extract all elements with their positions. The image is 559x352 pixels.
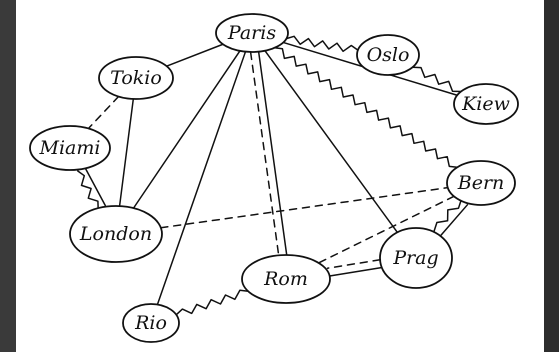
node-oslo: Oslo	[356, 34, 420, 76]
node-rom-label: Rom	[263, 268, 308, 290]
node-kiew-label: Kiew	[461, 93, 510, 115]
edge-paris-london-solid	[132, 50, 241, 209]
edge-paris-rio-solid	[156, 50, 247, 306]
edge-paris-rom-dashed	[249, 51, 280, 257]
node-tokio-label: Tokio	[110, 67, 162, 89]
edge-paris-bern-zigzag	[273, 47, 458, 169]
edge-paris-rom-solid	[257, 50, 288, 256]
node-rom: Rom	[241, 254, 331, 304]
node-oslo-outline	[356, 34, 420, 76]
edge-oslo-kiew-zigzag	[411, 66, 462, 93]
node-london-label: London	[79, 223, 152, 245]
node-group: ParisOsloTokioKiewMiamiBernLondonPragRom…	[29, 13, 519, 343]
node-miami: Miami	[29, 125, 111, 171]
node-rio-label: Rio	[134, 312, 167, 334]
edge-london-bern-dashed	[160, 186, 449, 229]
node-miami-label: Miami	[39, 137, 101, 159]
edge-group	[77, 35, 469, 316]
node-rio: Rio	[122, 303, 180, 343]
edge-paris-prag-solid	[264, 49, 399, 234]
edge-miami-london-zigzag	[77, 170, 99, 211]
edge-paris-tokio-solid	[165, 43, 224, 67]
node-miami-outline	[29, 125, 111, 171]
node-london-outline	[69, 205, 163, 263]
node-kiew: Kiew	[453, 83, 519, 125]
node-tokio-outline	[98, 56, 174, 100]
node-bern-outline	[446, 160, 516, 206]
node-oslo-label: Oslo	[367, 44, 410, 66]
node-prag: Prag	[379, 227, 453, 289]
node-rio-outline	[122, 303, 180, 343]
node-tokio: Tokio	[98, 56, 174, 100]
node-paris-label: Paris	[227, 22, 276, 44]
node-prag-label: Prag	[392, 247, 438, 269]
edge-tokio-london-solid	[118, 98, 135, 207]
node-london: London	[69, 205, 163, 263]
edge-rio-rom-zigzag	[175, 289, 249, 316]
node-rom-outline	[241, 254, 331, 304]
edge-bern-prag-zigzag	[433, 198, 463, 232]
node-bern: Bern	[446, 160, 516, 206]
node-prag-outline	[379, 227, 453, 289]
edge-tokio-miami-dashed	[87, 95, 120, 130]
node-bern-label: Bern	[457, 172, 505, 194]
right-margin	[544, 0, 559, 352]
edge-miami-london-solid	[84, 166, 107, 207]
node-kiew-outline	[453, 83, 519, 125]
edge-paris-oslo-zigzag	[285, 35, 359, 53]
node-paris: Paris	[215, 13, 289, 53]
node-paris-outline	[215, 13, 289, 53]
edge-prag-rom-solid	[328, 266, 383, 277]
edge-prag-rom-dashed	[326, 259, 381, 269]
edge-bern-prag-solid	[439, 204, 469, 238]
